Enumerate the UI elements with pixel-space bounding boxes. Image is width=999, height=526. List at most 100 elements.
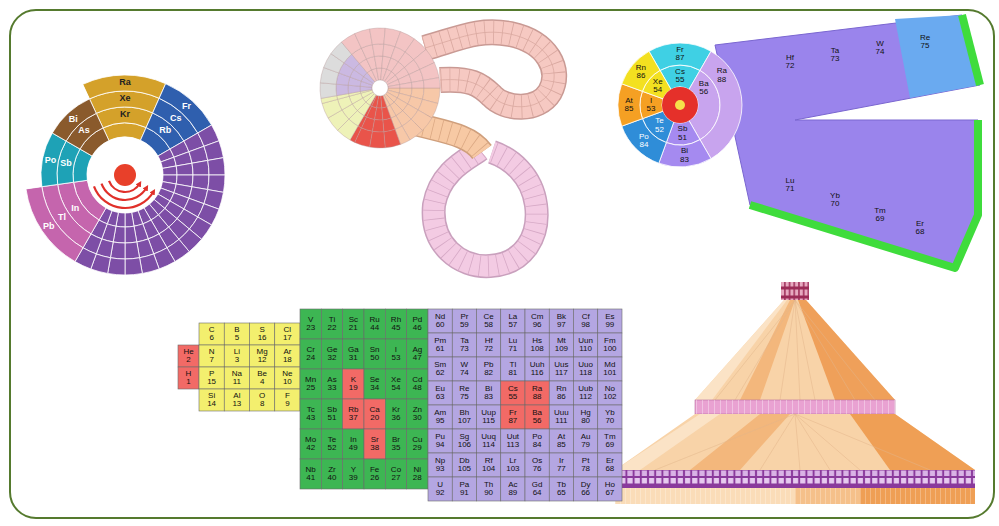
element-cell-label: Ce 58 — [478, 313, 500, 330]
element-cell-label: Fe 26 — [365, 466, 384, 483]
band-cells — [434, 150, 537, 266]
element-label: Rn 86 — [630, 64, 652, 81]
element-cell — [343, 309, 364, 339]
element-cell — [407, 339, 428, 369]
ring-cell — [374, 56, 382, 68]
element-cell-label: In 49 — [344, 436, 363, 453]
element-cell — [407, 429, 428, 459]
element-cell — [452, 477, 476, 501]
ring-cell — [176, 163, 193, 175]
element-cell-label: Cs 55 — [502, 385, 524, 402]
element-cell-label: Hf 72 — [478, 337, 500, 354]
element-symbol: Rb — [155, 126, 175, 136]
center-dot — [675, 100, 685, 110]
element-label: Po 84 — [633, 133, 655, 150]
element-cell-label: Y 39 — [344, 466, 363, 483]
element-label: W 74 — [867, 40, 893, 57]
element-symbol: Cs — [166, 114, 186, 124]
inner-ring — [87, 137, 163, 213]
element-cell-label: Bi 83 — [478, 385, 500, 402]
element-cell-label: Mg 12 — [251, 348, 274, 365]
element-cell-label: Br 35 — [386, 436, 405, 453]
element-symbol: Sb — [56, 159, 76, 169]
element-cell-label: O 8 — [251, 392, 274, 409]
element-cell — [275, 367, 300, 389]
element-cell-label: Lr 103 — [502, 457, 524, 474]
pyramid-lines — [655, 414, 930, 470]
element-cell-label: Db 105 — [453, 457, 475, 474]
ring-cell — [382, 107, 391, 120]
element-cell — [428, 309, 452, 333]
element-cell — [598, 429, 622, 453]
element-cell-label: N 7 — [200, 348, 223, 365]
element-cell — [321, 369, 342, 399]
pyramid-row-cells — [695, 400, 895, 414]
ring-cell — [372, 44, 383, 56]
element-symbol: In — [65, 204, 85, 214]
element-cell — [407, 309, 428, 339]
element-cell — [321, 309, 342, 339]
element-cell-label: Rf 104 — [478, 457, 500, 474]
element-cell — [549, 381, 573, 405]
ring-cell — [423, 78, 440, 88]
pyramid — [615, 282, 975, 504]
element-cell — [364, 339, 385, 369]
element-cell — [250, 323, 275, 345]
element-cell-label: Ba 56 — [526, 409, 548, 426]
element-cell — [452, 333, 476, 357]
element-label: Lu 71 — [777, 177, 803, 194]
element-cell-label: Nd 60 — [429, 313, 451, 330]
element-label: Re 75 — [912, 34, 938, 51]
element-cell — [549, 357, 573, 381]
element-cell — [525, 309, 549, 333]
element-cell — [525, 405, 549, 429]
ring-cell — [208, 158, 225, 175]
center-disc — [662, 87, 698, 123]
element-cell — [300, 399, 321, 429]
element-cell-label: Gd 64 — [526, 481, 548, 498]
element-cell — [477, 453, 501, 477]
element-cell — [321, 399, 342, 429]
pyramid-row — [695, 400, 895, 414]
element-cell — [574, 381, 598, 405]
pyramid-top-cells — [781, 282, 809, 300]
band-outline — [425, 32, 554, 107]
ring-cell — [140, 254, 160, 274]
element-cell — [343, 369, 364, 399]
element-cell-label: Eu 63 — [429, 385, 451, 402]
element-cell — [452, 309, 476, 333]
pyramid-row-cells — [615, 470, 975, 488]
element-cell — [501, 333, 525, 357]
element-cell — [598, 357, 622, 381]
element-cell-label: No 102 — [599, 385, 621, 402]
element-cell-label: Al 13 — [225, 392, 248, 409]
element-cell-label: Sb 51 — [322, 406, 341, 423]
element-cell — [501, 477, 525, 501]
element-cell-label: Hs 108 — [526, 337, 548, 354]
element-cell — [477, 429, 501, 453]
element-symbol: Po — [40, 156, 60, 166]
element-cell — [525, 429, 549, 453]
element-cell-label: Mn 25 — [301, 376, 320, 393]
element-cell-label: Am 95 — [429, 409, 451, 426]
element-label: Tm 69 — [867, 207, 893, 224]
element-cell-label: Dy 66 — [575, 481, 597, 498]
element-cell — [250, 389, 275, 411]
element-cell-label: Cd 48 — [408, 376, 427, 393]
element-cell — [574, 429, 598, 453]
element-cell — [199, 345, 224, 367]
element-cell-label: Hg 80 — [575, 409, 597, 426]
element-cell-label: F 9 — [276, 392, 299, 409]
element-cell — [549, 333, 573, 357]
element-cell — [224, 345, 249, 367]
element-cell — [525, 477, 549, 501]
element-cell — [598, 309, 622, 333]
element-cell — [178, 345, 199, 367]
element-cell — [477, 309, 501, 333]
element-cell-label: Ag 47 — [408, 346, 427, 363]
element-cell-label: Tl 81 — [502, 361, 524, 378]
element-cell-label: Uuu 111 — [550, 409, 572, 426]
element-cell-label: Pt 78 — [575, 457, 597, 474]
element-cell — [598, 381, 622, 405]
